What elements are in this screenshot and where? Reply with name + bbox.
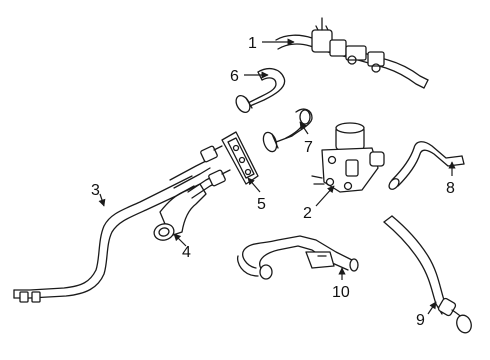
leader-7 [299,121,309,135]
part-6-elbow-hose[interactable] [233,67,286,115]
callout-3: 3 [91,182,100,199]
part-8-heater-hose-right[interactable] [387,141,465,191]
leader-4 [173,233,187,247]
callout-7: 7 [304,139,313,156]
part-10-hose-bracket[interactable] [236,235,359,280]
part-1-heater-hose[interactable] [275,17,429,89]
part-7-bent-hose[interactable] [261,108,313,153]
part-5-gasket[interactable] [221,131,259,185]
callout-10: 10 [332,284,350,301]
part-3-water-pipe[interactable] [13,175,195,303]
leader-9 [427,301,437,315]
callout-4: 4 [182,244,191,261]
leader-3 [98,193,106,207]
callout-6: 6 [230,68,239,85]
callout-5: 5 [257,196,266,213]
part-9-lower-hose[interactable] [383,215,474,335]
leader-5 [247,177,261,193]
callout-8: 8 [446,180,455,197]
callout-leaders [98,38,456,315]
callout-labels: 1 2 3 4 5 6 7 8 9 10 [91,35,455,329]
callout-2: 2 [303,205,312,222]
leader-2 [315,185,335,207]
callout-9: 9 [416,312,425,329]
callout-1: 1 [248,35,257,52]
part-4-outlet-housing[interactable] [152,145,231,243]
part-2-water-valve[interactable] [311,122,385,193]
